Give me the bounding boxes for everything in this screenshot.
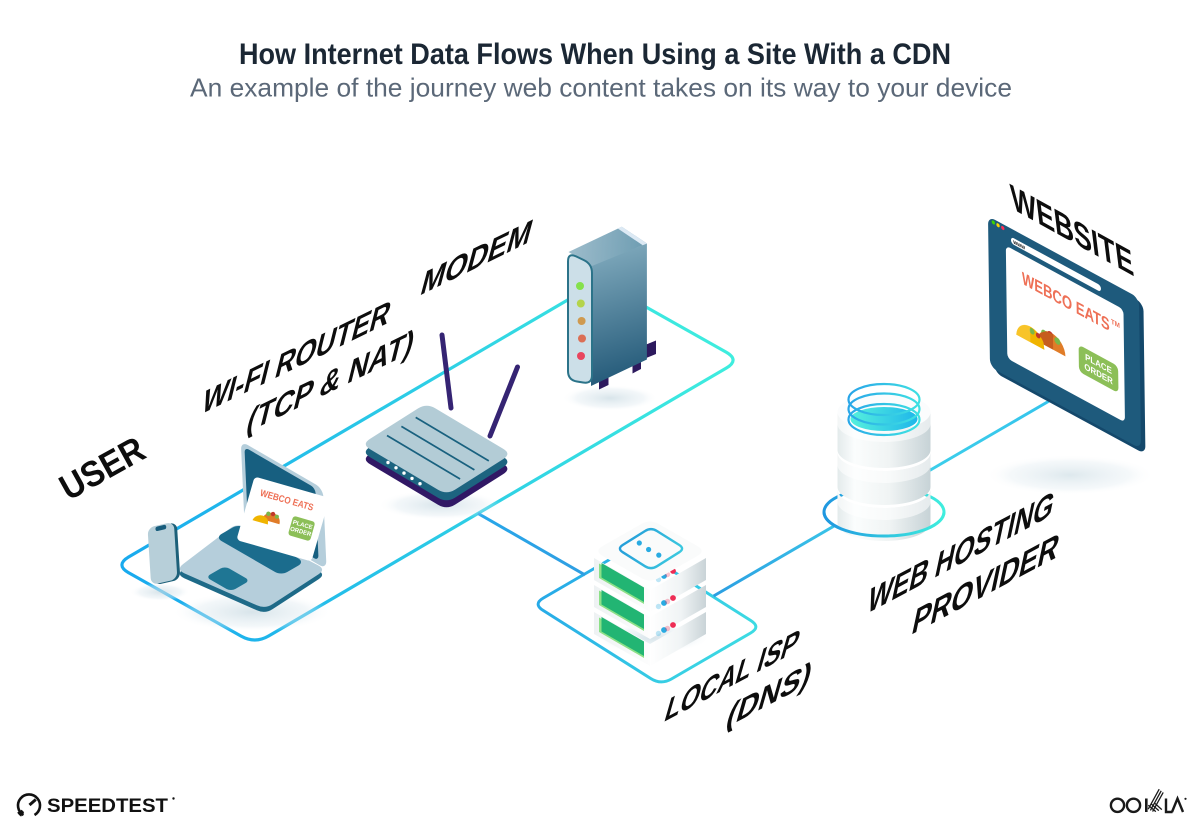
svg-text:How Internet Data Flows When U: How Internet Data Flows When Using a Sit… bbox=[239, 38, 951, 71]
svg-text:An example of the journey web: An example of the journey web content ta… bbox=[190, 73, 1012, 103]
svg-text:SPEEDTEST: SPEEDTEST bbox=[47, 795, 168, 817]
svg-text:TM: TM bbox=[1111, 318, 1120, 330]
svg-text:ORDER: ORDER bbox=[289, 526, 312, 538]
svg-text:PLACE: PLACE bbox=[292, 520, 313, 531]
